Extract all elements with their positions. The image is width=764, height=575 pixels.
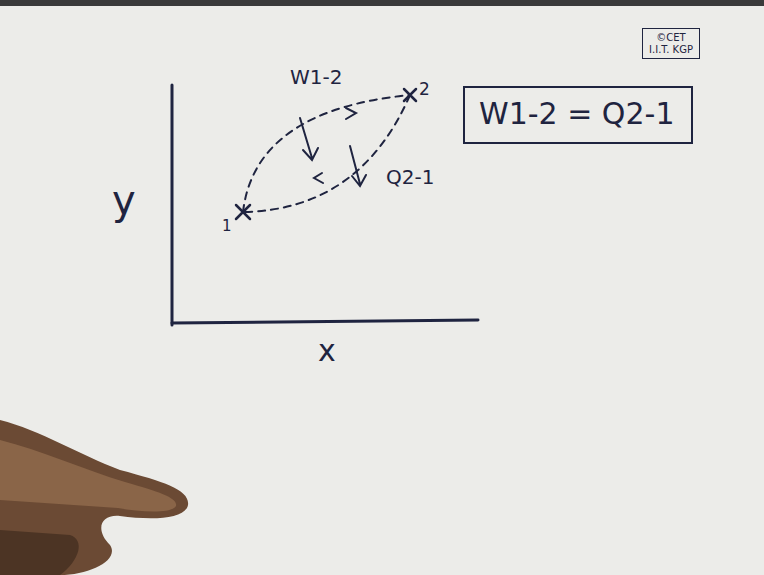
- node-text: ©CET I.I.T. KGP: [647, 32, 695, 55]
- state-point-mark: [236, 205, 250, 219]
- hand-photo: [0, 420, 188, 575]
- equation-box: W1-2 = Q2-1: [463, 86, 693, 144]
- x-axis: [172, 320, 478, 323]
- state-number: 2: [419, 80, 430, 99]
- state-number: 1: [222, 218, 232, 235]
- paper-sheet: [0, 6, 764, 575]
- node-text: W1-2 = Q2-1: [479, 96, 677, 132]
- frame-edge: [0, 0, 764, 6]
- heat-label: Q2-1: [386, 166, 434, 188]
- y-axis: [171, 85, 174, 325]
- axis-label: x: [318, 334, 336, 367]
- heat-arrow: [350, 146, 366, 186]
- process-path-lower: [243, 95, 410, 212]
- work-arrow: [300, 118, 318, 160]
- process-path-upper: [243, 95, 410, 212]
- axis-label: y: [112, 178, 136, 222]
- work-label: W1-2: [290, 66, 342, 88]
- logo-box: ©CET I.I.T. KGP: [642, 28, 700, 59]
- direction-arrow: [346, 108, 356, 119]
- direction-arrow: [314, 173, 323, 183]
- state-point-mark: [404, 89, 416, 101]
